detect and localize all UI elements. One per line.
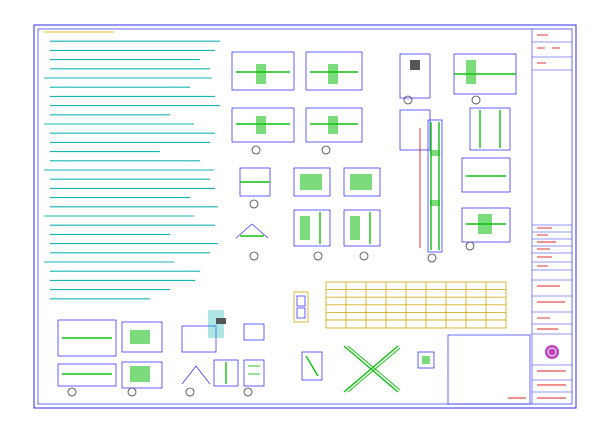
column-details-right <box>461 157 511 251</box>
bottom-left-details <box>57 310 265 397</box>
sheet-info-box <box>447 334 531 405</box>
rebar-table-rows <box>326 282 506 328</box>
opening-detail <box>293 291 309 323</box>
column-details-top <box>399 53 517 151</box>
cross-bracing-detail <box>343 345 435 393</box>
title-block <box>531 29 572 404</box>
tall-column-elevation <box>419 119 443 263</box>
outer-border <box>33 24 577 409</box>
top-wall-sections <box>231 51 363 155</box>
beam-details-middle <box>235 167 381 261</box>
general-notes <box>44 31 220 300</box>
stirrup-detail <box>301 351 323 381</box>
company-seal-icon <box>545 345 559 359</box>
inner-border <box>37 28 573 405</box>
